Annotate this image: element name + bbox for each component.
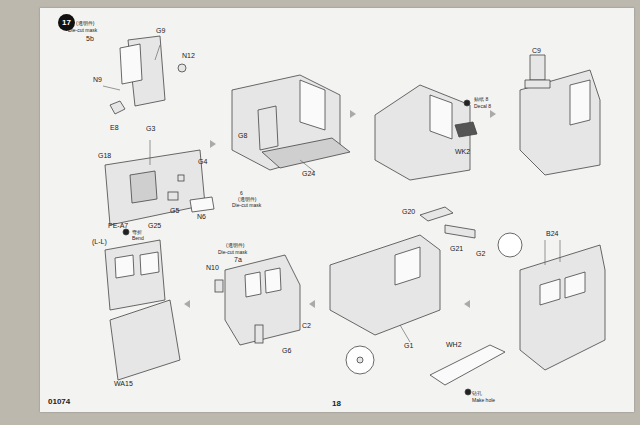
part-label: G1 <box>404 342 413 350</box>
part-label: (L-L) <box>92 238 107 246</box>
part-label: 18 <box>332 400 341 408</box>
part-label: N10 <box>206 264 219 272</box>
part-label: G20 <box>402 208 415 216</box>
part-label: G24 <box>302 170 315 178</box>
part-label: N9 <box>93 76 102 84</box>
part-label: G8 <box>238 132 247 140</box>
part-label: 钻孔 <box>472 390 482 396</box>
part-label: (透明件) <box>226 242 244 248</box>
part-label: Decal 8 <box>474 103 491 109</box>
part-label: PE-A7 <box>108 222 128 230</box>
part-label: G5 <box>170 207 179 215</box>
part-label: Die-cut mask <box>218 249 247 255</box>
part-label: B24 <box>546 230 558 238</box>
part-label: N6 <box>197 213 206 221</box>
part-label: (透明件) <box>238 196 256 202</box>
part-label: G2 <box>476 250 485 258</box>
part-label: 贴纸 8 <box>474 96 488 102</box>
part-label: E8 <box>110 124 119 132</box>
part-label: WA15 <box>114 380 133 388</box>
part-label: (透明件) <box>76 20 94 26</box>
part-label: G3 <box>146 125 155 133</box>
part-label: 5b <box>86 35 94 43</box>
part-label: 01074 <box>48 398 70 406</box>
part-label: G6 <box>282 347 291 355</box>
part-label: G21 <box>450 245 463 253</box>
part-label: G4 <box>198 158 207 166</box>
step-text: 17 <box>62 18 71 27</box>
step-number: 17 <box>58 14 75 31</box>
part-label: C2 <box>302 322 311 330</box>
part-label: 7a <box>234 256 242 264</box>
part-label: WH2 <box>446 341 462 349</box>
part-label: N12 <box>182 52 195 60</box>
part-label: G9 <box>156 27 165 35</box>
part-label: Make hole <box>472 397 495 403</box>
part-label: G25 <box>148 222 161 230</box>
part-label: G18 <box>98 152 111 160</box>
part-label: Die-cut mask <box>232 202 261 208</box>
part-label: C9 <box>532 47 541 55</box>
part-label: 弯折 <box>132 229 142 235</box>
part-label: WK2 <box>455 148 470 156</box>
part-label: Bend <box>132 235 144 241</box>
part-label: 6 <box>240 190 243 196</box>
